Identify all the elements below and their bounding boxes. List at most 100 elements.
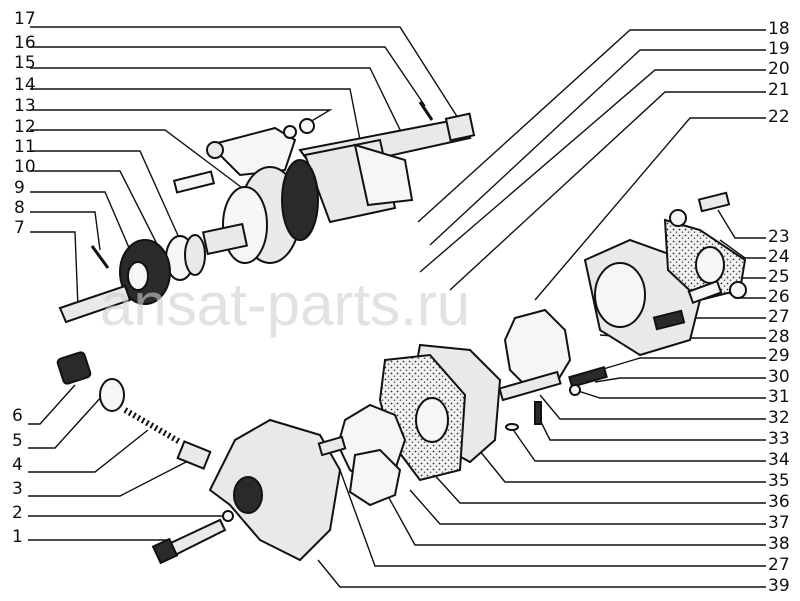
leader-31 (574, 389, 766, 399)
gasket-hole-top (669, 209, 687, 227)
pin (418, 101, 434, 121)
pump-gear-lower (348, 448, 402, 507)
leader-20 (419, 69, 766, 273)
nut (299, 118, 315, 134)
label-14: 14 (14, 75, 36, 95)
gasket-port (695, 246, 725, 284)
shaft-stub (201, 222, 249, 256)
leader-24 (719, 239, 766, 259)
label-8: 8 (14, 198, 25, 218)
label-1: 1 (12, 527, 23, 547)
leader-lines (28, 26, 766, 588)
label-11: 11 (14, 137, 36, 157)
leader-9 (30, 191, 131, 251)
leader-8 (30, 211, 101, 251)
woodruff-pin (505, 423, 519, 431)
leader-13 (30, 109, 333, 129)
label-24: 24 (768, 247, 790, 267)
idler-pin (568, 365, 608, 389)
label-2: 2 (12, 503, 23, 523)
gear-pin (90, 245, 110, 269)
upper-shaft-assembly (58, 101, 476, 324)
label-15: 15 (14, 53, 36, 73)
cover-bore (233, 476, 263, 514)
leader-4 (28, 429, 149, 473)
leader-15 (30, 67, 406, 141)
ball (569, 384, 581, 396)
label-34: 34 (768, 450, 790, 470)
label-35: 35 (768, 471, 790, 491)
label-16: 16 (14, 33, 36, 53)
plug (56, 351, 92, 385)
key (534, 401, 542, 425)
bolt-washer (222, 510, 234, 522)
label-20: 20 (768, 59, 790, 79)
label-31: 31 (768, 387, 790, 407)
label-5: 5 (12, 431, 23, 451)
leader-21 (449, 91, 766, 291)
label-33: 33 (768, 429, 790, 449)
label-3: 3 (12, 479, 23, 499)
pipe-stub (687, 279, 723, 305)
label-36: 36 (768, 492, 790, 512)
leader-30 (594, 377, 766, 383)
leader-29 (599, 357, 766, 371)
label-26: 26 (768, 287, 790, 307)
label-17: 17 (14, 9, 36, 29)
label-37: 37 (768, 513, 790, 533)
leader-37 (409, 489, 766, 525)
gasket-port-left (415, 397, 449, 443)
label-18: 18 (768, 19, 790, 39)
o-ring (99, 378, 125, 412)
leader-17 (30, 26, 459, 119)
label-23: 23 (768, 227, 790, 247)
leader-10 (30, 170, 161, 251)
label-7: 7 (14, 218, 25, 238)
label-9: 9 (14, 178, 25, 198)
gear-hub (222, 186, 268, 264)
bracket (208, 126, 297, 177)
leader-38 (377, 477, 766, 546)
label-19: 19 (768, 39, 790, 59)
label-4: 4 (12, 455, 23, 475)
valve-plunger (176, 440, 212, 470)
leader-16 (30, 46, 426, 107)
label-25: 25 (768, 267, 790, 287)
bracket-hole (206, 141, 224, 159)
gear-teeth (281, 159, 319, 241)
label-27-lower: 27 (768, 555, 790, 575)
bolt-stub (652, 309, 686, 331)
leader-22 (534, 117, 766, 301)
spacer-ring (184, 234, 206, 276)
lower-cover (56, 351, 347, 565)
pump-housing-upper (583, 191, 747, 357)
spring (123, 407, 182, 445)
label-12: 12 (14, 117, 36, 137)
label-13: 13 (14, 96, 36, 116)
watermark: ansat-parts.ru (100, 271, 470, 338)
dowel-pin (172, 170, 216, 194)
label-28: 28 (768, 327, 790, 347)
label-6: 6 (12, 406, 23, 426)
label-10: 10 (14, 157, 36, 177)
helical-gear-bore (127, 261, 149, 291)
leader-7 (30, 231, 79, 309)
leader-14 (30, 88, 361, 141)
washer (283, 125, 297, 139)
leader-6 (28, 384, 76, 425)
idler-shaft (498, 370, 562, 402)
left-labels: 17 16 15 14 13 12 11 10 9 8 7 6 5 4 3 2 … (12, 9, 36, 547)
gasket-hole-bottom (729, 281, 747, 299)
leader-11 (30, 150, 181, 241)
leader-39 (317, 559, 766, 588)
housing-flange (353, 143, 414, 207)
leader-33 (539, 419, 766, 441)
label-39: 39 (768, 576, 790, 596)
bolt-head (151, 537, 179, 565)
label-32: 32 (768, 408, 790, 428)
label-21: 21 (768, 80, 790, 100)
pump-cover (208, 418, 342, 562)
leader-27-lower (339, 469, 766, 567)
